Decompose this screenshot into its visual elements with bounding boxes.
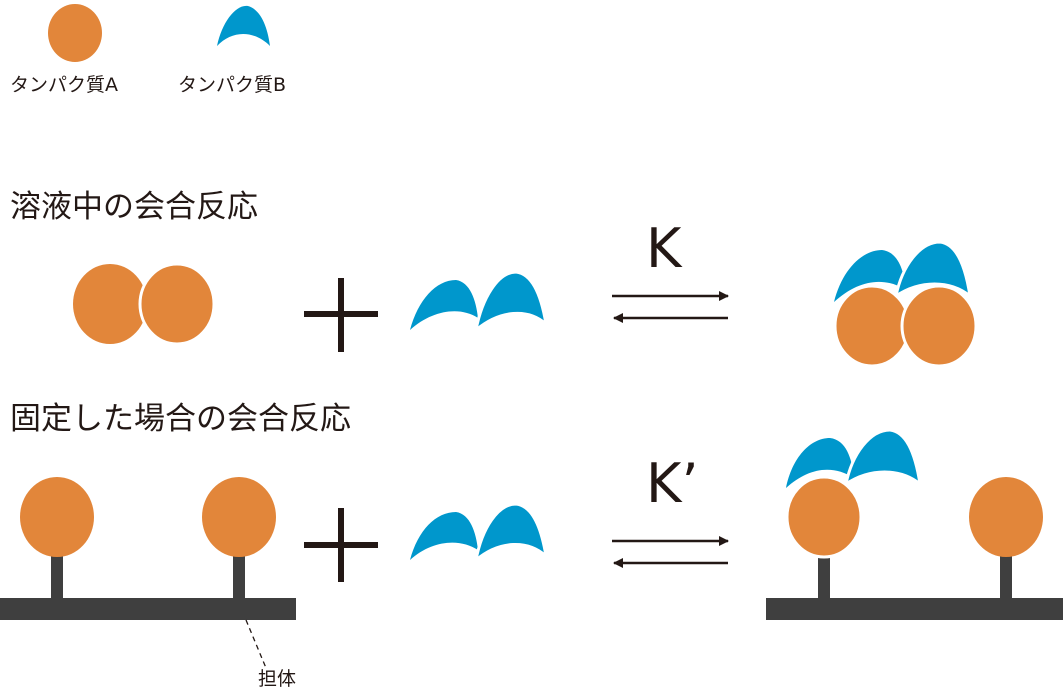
support-label: 担体 [258, 668, 297, 690]
plus-sign [304, 278, 378, 352]
support-left [0, 477, 296, 620]
equilibrium-constant-k-prime: K’ [646, 452, 699, 515]
protein-a-dimer [73, 262, 216, 346]
legend-protein-b-icon [217, 5, 270, 46]
section-title-solution: 溶液中の会合反応 [10, 189, 258, 225]
equilibrium-arrows-2 [612, 536, 729, 568]
protein-b-dimer-2 [410, 502, 549, 564]
support-right-complex [766, 428, 1063, 620]
legend-protein-a-label: タンパク質A [10, 74, 118, 96]
equilibrium-arrows [612, 291, 729, 323]
legend-protein-b-label: タンパク質B [178, 74, 287, 96]
complex-solution [833, 240, 978, 368]
plus-sign-2 [304, 508, 378, 582]
support-leader-line [245, 619, 267, 669]
section-title-immobilized: 固定した場合の会合反応 [10, 401, 351, 437]
legend-protein-a-icon [48, 4, 102, 62]
protein-b-dimer [410, 270, 549, 334]
equilibrium-constant-k: K [646, 217, 682, 280]
